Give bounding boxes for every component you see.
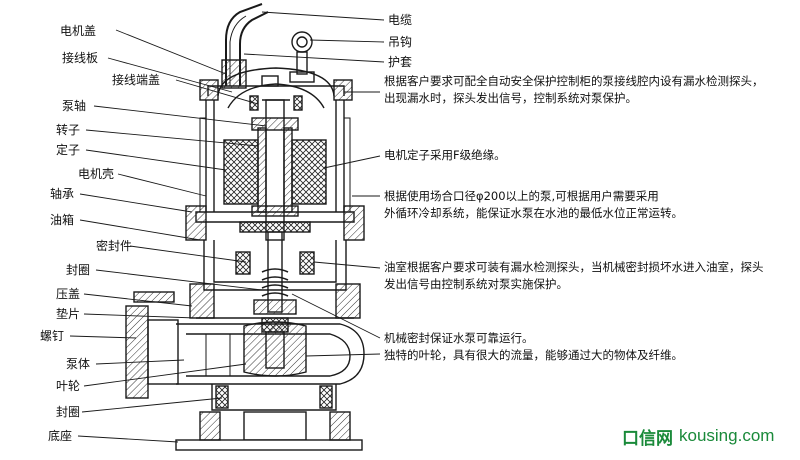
- note-line: 电机定子采用F级绝缘。: [384, 148, 506, 162]
- note-line: 根据使用场合口径φ200以上的泵,可根据用户需要采用: [384, 189, 659, 203]
- label-seal-part: 密封件: [96, 239, 133, 253]
- oil-tank-shape: [203, 231, 347, 313]
- label-impeller: 叶轮: [56, 379, 81, 393]
- hook-shape: [289, 31, 315, 83]
- watermark: 口信网 kousing.com: [622, 424, 775, 449]
- note-leak-probe: 根据客户要求可配全自动安全保护控制柜的泵接线腔内设有漏水检测探头， 出现漏水时，…: [384, 73, 764, 107]
- note-line: 机械密封保证水泵可靠运行。: [384, 331, 534, 345]
- label-oil-tank: 油箱: [50, 213, 75, 227]
- cable-shape: [221, 3, 269, 89]
- note-oil-chamber: 油室根据客户要求可装有漏水检测探头，当机械密封损坏水进入油室，探头 发出信号由控…: [384, 259, 764, 293]
- note-mech-seal: 机械密封保证水泵可靠运行。: [384, 330, 534, 347]
- label-cable: 电缆: [388, 13, 413, 27]
- label-gasket: 垫片: [56, 307, 81, 321]
- label-pump-body: 泵体: [66, 357, 91, 371]
- base-shape: [175, 384, 363, 451]
- label-bearing: 轴承: [50, 187, 75, 201]
- pump-body-shape: [125, 291, 365, 399]
- label-stator: 定子: [56, 143, 81, 157]
- note-line: 根据客户要求可配全自动安全保护控制柜的泵接线腔内设有漏水检测探头，: [384, 74, 764, 88]
- label-base: 底座: [48, 429, 73, 443]
- note-line: 出现漏水时，探头发出信号，控制系统对泵保护。: [384, 91, 637, 105]
- label-terminal-board: 接线板: [62, 51, 99, 65]
- label-screw: 螺钉: [40, 329, 65, 343]
- label-motor-housing: 电机壳: [78, 167, 115, 181]
- label-gland: 压盖: [56, 287, 81, 301]
- note-cooling: 根据使用场合口径φ200以上的泵,可根据用户需要采用 外循环冷却系统，能保证水泵…: [384, 188, 683, 222]
- leader-lines: [69, 11, 385, 443]
- label-terminal-cover: 接线端盖: [112, 73, 161, 87]
- watermark-site: kousing.com: [679, 426, 775, 445]
- stator-rotor-shape: [223, 99, 327, 241]
- impeller-shape: [243, 321, 307, 377]
- label-sheath: 护套: [388, 55, 413, 69]
- watermark-logo: 口信网: [622, 428, 673, 449]
- label-rotor: 转子: [56, 123, 81, 137]
- note-line: 发出信号由控制系统对泵实施保护。: [384, 277, 568, 291]
- label-seal-ring-2: 封圈: [56, 405, 81, 419]
- label-pump-shaft: 泵轴: [62, 99, 87, 113]
- label-hook: 吊钩: [388, 35, 413, 49]
- label-motor-cover: 电机盖: [60, 24, 97, 38]
- motor-housing-shape: [199, 100, 351, 212]
- label-seal-ring-1: 封圈: [66, 263, 91, 277]
- note-line: 油室根据客户要求可装有漏水检测探头，当机械密封损坏水进入油室，探头: [384, 260, 764, 274]
- note-line: 独特的叶轮，具有很大的流量，能够通过大的物体及纤维。: [384, 348, 683, 362]
- note-line: 外循环冷却系统，能保证水泵在水池的最低水位正常运转。: [384, 206, 683, 220]
- note-impeller: 独特的叶轮，具有很大的流量，能够通过大的物体及纤维。: [384, 347, 683, 364]
- note-insulation: 电机定子采用F级绝缘。: [384, 147, 506, 164]
